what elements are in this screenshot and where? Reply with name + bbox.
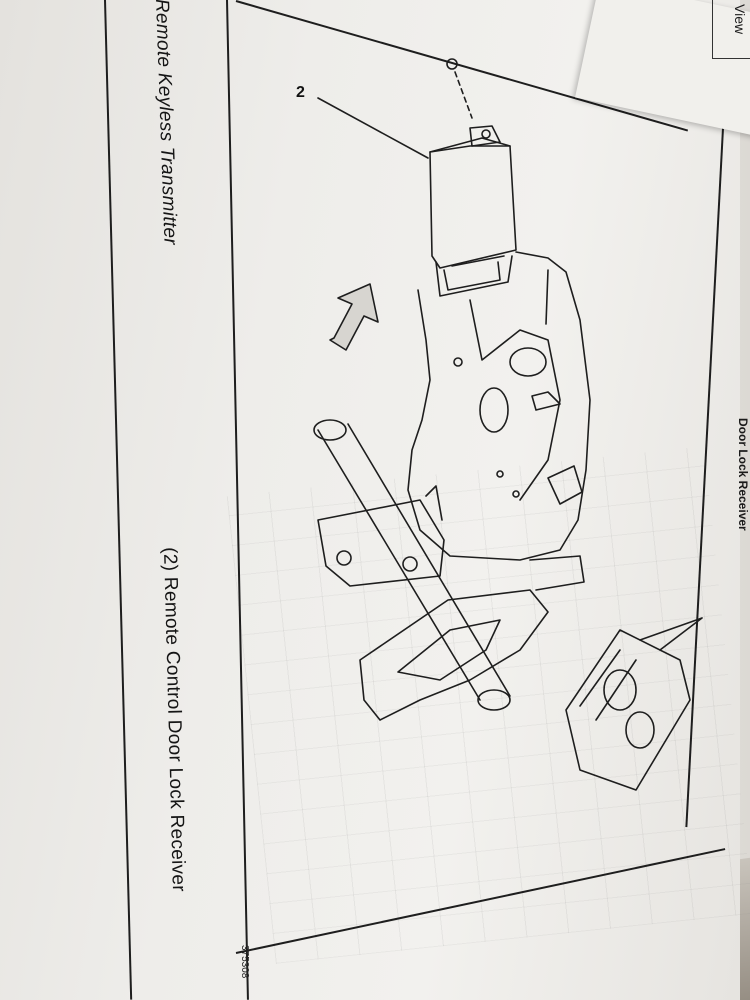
- back-page-frame: [712, 0, 750, 59]
- frame-member: [359, 589, 549, 721]
- section-header: Door Lock Receiver: [736, 418, 750, 531]
- lower-mount-plate: [317, 499, 445, 587]
- screw-icon: [446, 58, 458, 70]
- callout-number: 2: [296, 84, 305, 101]
- mounting-bracket: [407, 251, 591, 561]
- support-rod: [317, 423, 511, 701]
- figure-id: 375308: [239, 945, 250, 979]
- key-fob-icon: [565, 629, 691, 791]
- callout-leader-line: [317, 97, 429, 159]
- receiver-module-icon: [429, 137, 517, 269]
- back-page-label: View: [732, 4, 748, 35]
- screw-dash-line: [454, 71, 473, 119]
- forward-arrow-icon: [329, 283, 379, 351]
